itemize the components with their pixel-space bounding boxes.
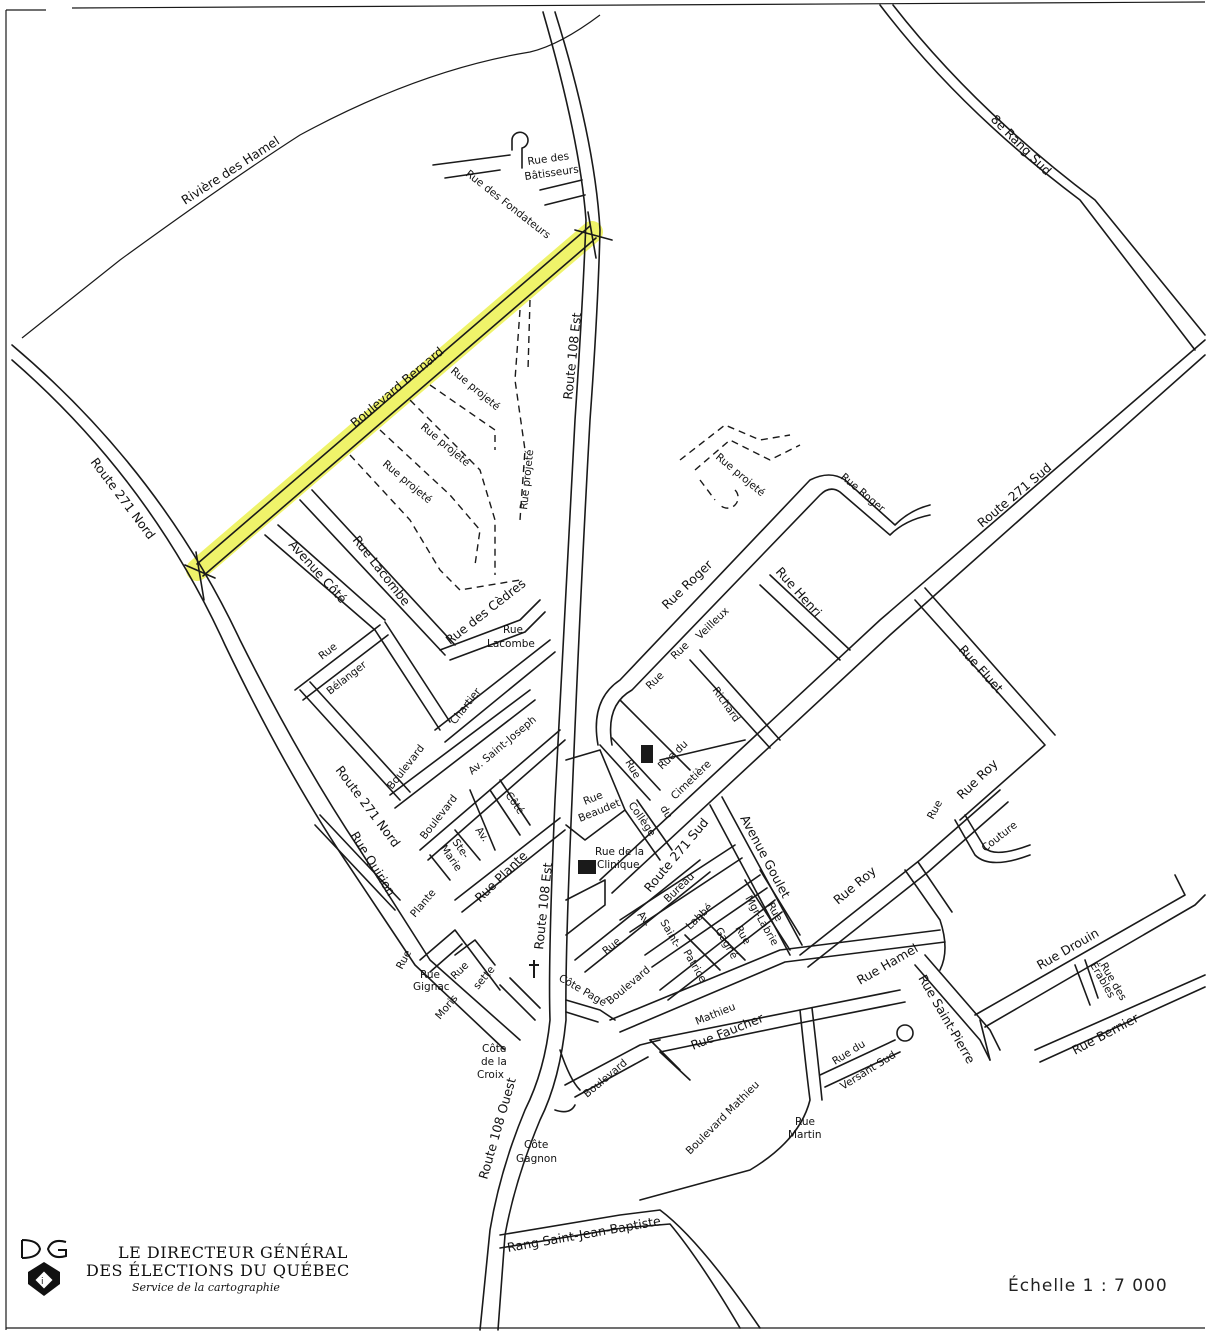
label-du: du	[657, 804, 674, 822]
clinic-building	[578, 860, 596, 874]
label-rue-veilleux-a: Rue	[669, 640, 692, 662]
org-name-line2: DES ÉLECTIONS DU QUÉBEC	[86, 1261, 350, 1280]
label-rue-hamel: Rue Hamel	[854, 941, 920, 988]
label-route271sud-top: Route 271 Sud	[974, 460, 1054, 531]
label-rue-plante: Rue Plante	[472, 848, 531, 905]
church-building	[641, 745, 653, 763]
label-projete2: Rue projeté	[418, 421, 472, 469]
label-rue-du2: Rue du	[830, 1038, 867, 1068]
label-route108est-top: Route 108 Est	[560, 312, 584, 401]
label-plante: Plante	[408, 887, 438, 920]
label-avenue-goulet: Avenue Goulet	[737, 812, 793, 900]
map-frame	[5, 1, 1206, 1330]
label-batisseurs1: Rue des	[527, 150, 570, 168]
label-projete3: Rue projeté	[380, 458, 434, 506]
label-route108ouest: Route 108 Ouest	[475, 1076, 518, 1181]
label-rue-henri: Rue Henri	[773, 564, 825, 620]
riviere-des-hamel	[21, 14, 601, 339]
label-rue-veilleux-b: Veilleux	[694, 605, 732, 642]
label-cote: Côté	[503, 790, 527, 817]
label-rue-cim-a: Rue	[622, 758, 642, 781]
label-projete1: Rue projeté	[448, 365, 502, 413]
label-av: Av.	[473, 825, 492, 844]
label-rue-richard-a: Rue	[644, 670, 667, 692]
label-morissette-a: Moris	[433, 993, 460, 1022]
svg-text:i: i	[41, 1277, 44, 1287]
label-rue-gagne-a: Rue	[732, 924, 752, 947]
label-cote-page: Côte Pagé	[557, 972, 609, 1009]
label-rue-roy-c: Rue Roy	[830, 863, 879, 908]
label-rue-richard-b: Richard	[710, 685, 743, 725]
label-rue-gignac-b: Gignac	[413, 981, 450, 993]
org-name-line1: LE DIRECTEUR GÉNÉRAL	[118, 1243, 348, 1262]
crossing-markers	[184, 211, 613, 601]
label-rue-st-pierre: Rue Saint-Pierre	[915, 972, 978, 1066]
label-rue-martin-a: Rue	[795, 1116, 815, 1128]
label-saint: Saint-	[657, 918, 683, 951]
label-rue-fluet: Rue Fluet	[956, 642, 1007, 696]
label-projete5: Rue projeté	[713, 451, 767, 499]
label-rue-b: Rue	[600, 935, 623, 957]
label-cote-croix-b: de la	[481, 1056, 507, 1068]
roads	[11, 4, 1206, 1331]
label-boul-mathieu: Boulevard Mathieu	[684, 1079, 762, 1157]
label-boul-bernard: Boulevard Bernard	[347, 344, 446, 431]
cross-icon	[529, 960, 539, 978]
label-cote-gagnon-a: Côte	[524, 1139, 548, 1151]
map-scale: Échelle 1 : 7 000	[1008, 1276, 1168, 1296]
label-chartier: Chartier	[448, 685, 484, 726]
label-rue-du: Rue du	[656, 738, 691, 772]
label-rue-clinique-b: Clinique	[597, 859, 640, 871]
label-rang8: 8e Rang Sud	[988, 112, 1055, 179]
label-rang-st-jean: Rang Saint-Jean-Baptiste	[506, 1213, 662, 1255]
label-couture: Couture	[979, 819, 1019, 854]
dgeq-logo-icon: i	[21, 1239, 67, 1296]
org-service: Service de la cartographie	[132, 1281, 280, 1294]
label-rue-roger: Rue Roger	[659, 556, 716, 612]
label-cote-gagnon-b: Gagnon	[516, 1153, 557, 1165]
label-cote-croix-c: Croix	[477, 1069, 504, 1081]
label-route271nord-top: Route 271 Nord	[88, 455, 159, 542]
label-rue-gignac-a: Rue	[420, 969, 440, 981]
label-cote-croix-a: Côte	[482, 1043, 506, 1055]
label-av-bureau-a: Av.	[635, 909, 654, 928]
label-riviere: Rivière des Hamel	[178, 133, 282, 208]
proposed-streets	[349, 299, 801, 591]
label-morissette-b: sette	[471, 964, 497, 992]
label-projete4: Rue projeté	[518, 449, 536, 510]
label-boulevard3: Boulevard	[604, 964, 652, 1007]
label-rue-lacombe2a: Rue	[503, 624, 523, 636]
label-rue-bernier: Rue Bernier	[1069, 1010, 1141, 1058]
label-boulevard1: Boulevard	[385, 743, 427, 792]
label-rue-lacombe2b: Lacombe	[487, 638, 535, 650]
label-rue-clinique-a: Rue de la	[595, 846, 644, 858]
label-rue-roger-top: Rue Roger	[838, 471, 888, 515]
label-rue-martin-b: Martin	[788, 1129, 822, 1141]
highlighted-segment	[186, 221, 603, 581]
label-rue-roy-a: Rue	[925, 798, 945, 821]
label-avenue-cote: Avenue Côté	[286, 537, 350, 606]
